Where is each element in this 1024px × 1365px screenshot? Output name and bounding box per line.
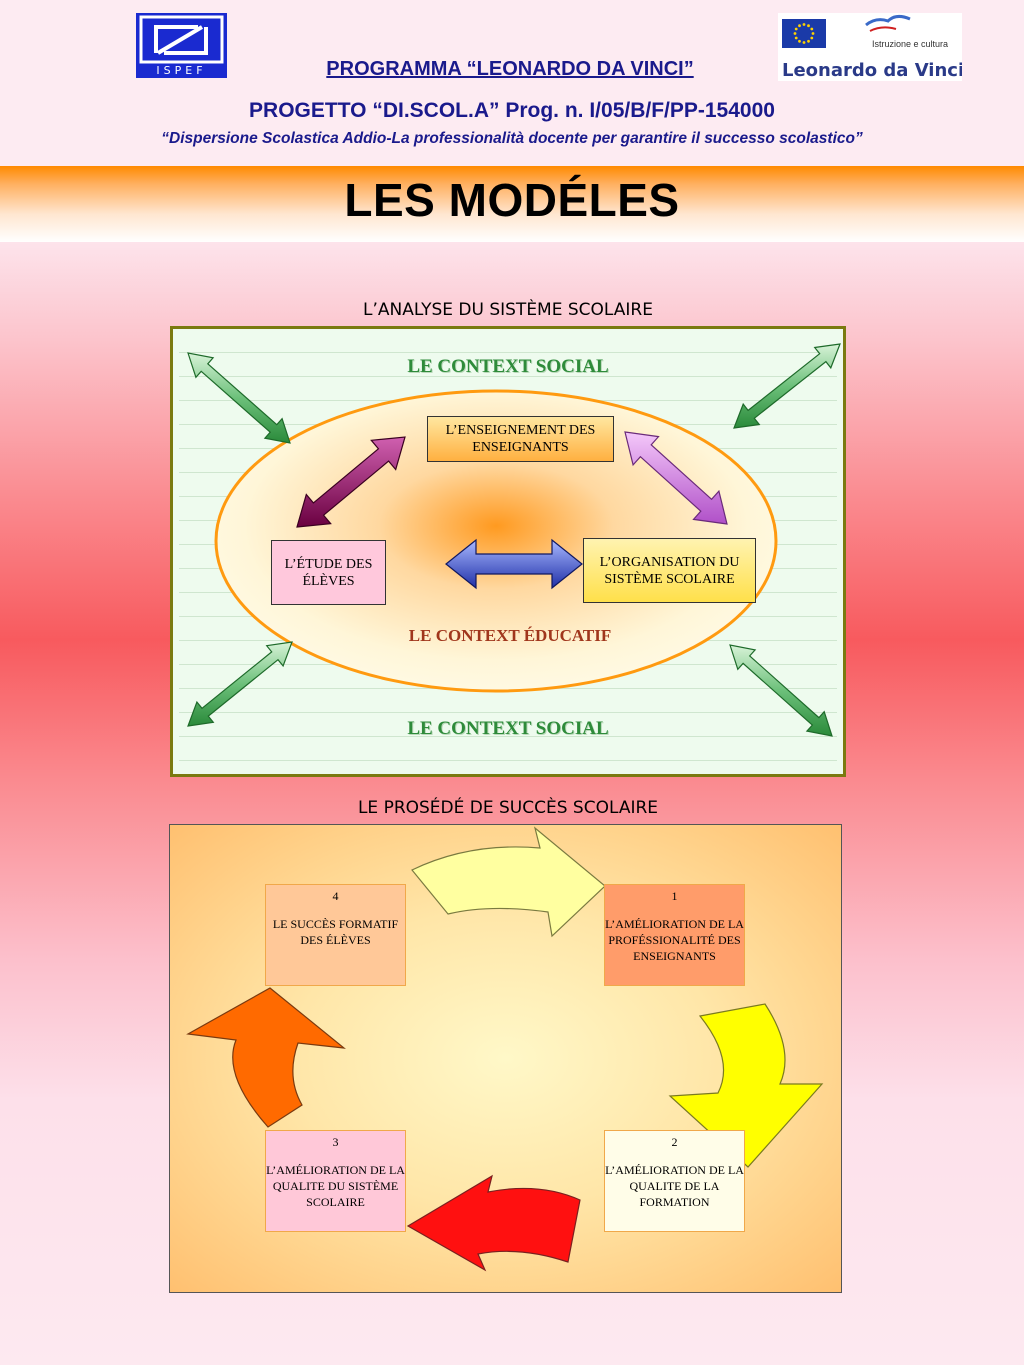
green-arrow-top-left bbox=[187, 352, 291, 444]
cycle-arrow-3-to-4-front bbox=[186, 987, 346, 1128]
social-context-bottom-label: LE CONTEXT SOCIAL bbox=[407, 718, 609, 739]
programme-title: PROGRAMMA “LEONARDO DA VINCI” bbox=[326, 58, 694, 80]
process-step-2-number: 2 bbox=[671, 1135, 678, 1149]
leonardo-eu-logo: Istruzione e cultura Leonardo da Vinci bbox=[778, 13, 964, 81]
violet-arrow-teaching-organisation bbox=[624, 431, 728, 525]
school-organisation-box: L’ORGANISATION DU SISTÈME SCOLAIRE bbox=[583, 538, 756, 603]
green-arrow-bottom-right bbox=[729, 644, 833, 737]
educational-context-label: LE CONTEXT ÉDUCATIF bbox=[408, 626, 612, 645]
eu-star-icon bbox=[807, 24, 810, 28]
blue-arrow-study-organisation bbox=[445, 538, 583, 590]
page-title: LES MODÉLES bbox=[344, 174, 680, 226]
eu-star-icon bbox=[798, 39, 801, 43]
eu-star-icon bbox=[802, 41, 806, 44]
ispef-logo-text: ISPEF bbox=[156, 64, 206, 77]
social-context-top-label: LE CONTEXT SOCIAL bbox=[407, 356, 609, 377]
teaching-box: L’ENSEIGNEMENT DES ENSEIGNANTS bbox=[427, 416, 614, 462]
green-arrow-top-right bbox=[733, 343, 841, 429]
eu-star-icon bbox=[794, 36, 798, 40]
process-step-4-number: 4 bbox=[332, 889, 339, 903]
process-step-1-label: L’AMÉLIORATION DE LA PROFÉSSIONALITÉ DES… bbox=[605, 917, 744, 963]
cycle-arrow-4-to-1-front bbox=[411, 826, 606, 938]
process-step-4: 4 LE SUCCÈS FORMATIF DES ÉLÈVES bbox=[265, 884, 406, 986]
eu-flag-icon: Istruzione e cultura Leonardo da Vinci bbox=[782, 14, 964, 81]
process-step-3-label: L’AMÉLIORATION DE LA QUALITE DU SISTÈME … bbox=[266, 1163, 405, 1209]
eu-star-icon bbox=[807, 39, 810, 43]
purple-arrow-teaching-study bbox=[296, 436, 406, 528]
student-study-box-label: L’ÉTUDE DES ÉLÈVES bbox=[284, 556, 373, 589]
process-step-2: 2 L’AMÉLIORATION DE LA QUALITE DE LA FOR… bbox=[604, 1130, 745, 1232]
teaching-box-label: L’ENSEIGNEMENT DES ENSEIGNANTS bbox=[445, 423, 596, 455]
ispef-logo: ISPEF bbox=[136, 13, 227, 78]
eu-star-icon bbox=[798, 24, 801, 28]
process-step-1: 1 L’AMÉLIORATION DE LA PROFÉSSIONALITÉ D… bbox=[604, 884, 745, 986]
eu-star-icon bbox=[794, 27, 798, 31]
green-arrow-bottom-left bbox=[187, 641, 293, 727]
student-study-box: L’ÉTUDE DES ÉLÈVES bbox=[271, 540, 386, 605]
eu-logo-name: Leonardo da Vinci bbox=[782, 60, 962, 81]
school-organisation-box-label: L’ORGANISATION DU SISTÈME SCOLAIRE bbox=[599, 554, 740, 587]
eu-star-icon bbox=[810, 36, 814, 40]
cycle-arrow-1-to-2-front bbox=[668, 1003, 824, 1168]
process-step-3: 3 L’AMÉLIORATION DE LA QUALITE DU SISTÈM… bbox=[265, 1130, 406, 1232]
title-band bbox=[0, 166, 1024, 242]
eu-star-icon bbox=[811, 32, 815, 35]
eu-star-icon bbox=[802, 23, 806, 26]
process-step-4-label: LE SUCCÈS FORMATIF DES ÉLÈVES bbox=[272, 917, 399, 947]
process-title: LE PROSÉDÉ DE SUCCÈS SCOLAIRE bbox=[357, 798, 659, 818]
project-title: PROGETTO “DI.SCOL.A” Prog. n. I/05/B/F/P… bbox=[249, 99, 775, 122]
educational-context-ellipse bbox=[214, 389, 778, 693]
process-step-1-number: 1 bbox=[671, 889, 678, 903]
analysis-title: L’ANALYSE DU SISTÈME SCOLAIRE bbox=[363, 300, 653, 320]
eu-star-icon bbox=[793, 32, 797, 35]
eu-star-icon bbox=[810, 27, 814, 31]
process-step-2-label: L’AMÉLIORATION DE LA QUALITE DE LA FORMA… bbox=[605, 1163, 744, 1209]
cycle-arrow-2-to-3-front bbox=[406, 1174, 581, 1272]
project-subtitle: “Dispersione Scolastica Addio-La profess… bbox=[161, 130, 863, 147]
process-step-3-number: 3 bbox=[332, 1135, 339, 1149]
eu-logo-caption: Istruzione e cultura bbox=[872, 39, 948, 49]
